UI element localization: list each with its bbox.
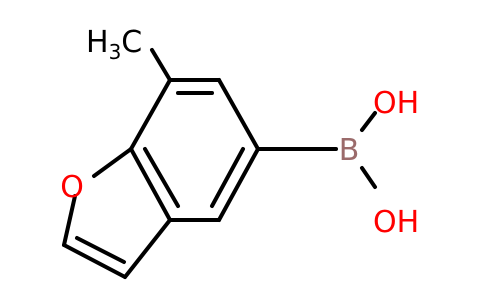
bond-c2-c3 [62,243,127,279]
bond-c7a-c7 [129,78,172,151]
bond-c3a-c7a [129,147,172,222]
bond-c3-c3a [123,218,172,279]
bond-c7a-o [92,147,133,178]
bond-c6-c5 [217,78,260,151]
bond-inner-left [143,147,180,208]
bond-b-oh-top [360,111,377,132]
bond-inner-right [210,147,245,208]
bond-c5-c4 [217,147,260,222]
methyl-label: H3C [86,25,142,64]
bond-methyl [150,48,172,82]
furan-oxygen-label: O [60,170,84,205]
hydroxyl-bottom-label: OH [373,205,419,240]
bond-c2-c3-inner [75,236,126,264]
bond-o-c2 [62,194,77,247]
hydroxyl-top-label: OH [373,86,419,121]
bond-b-oh-bottom [360,166,377,189]
boron-label: B [339,133,360,168]
